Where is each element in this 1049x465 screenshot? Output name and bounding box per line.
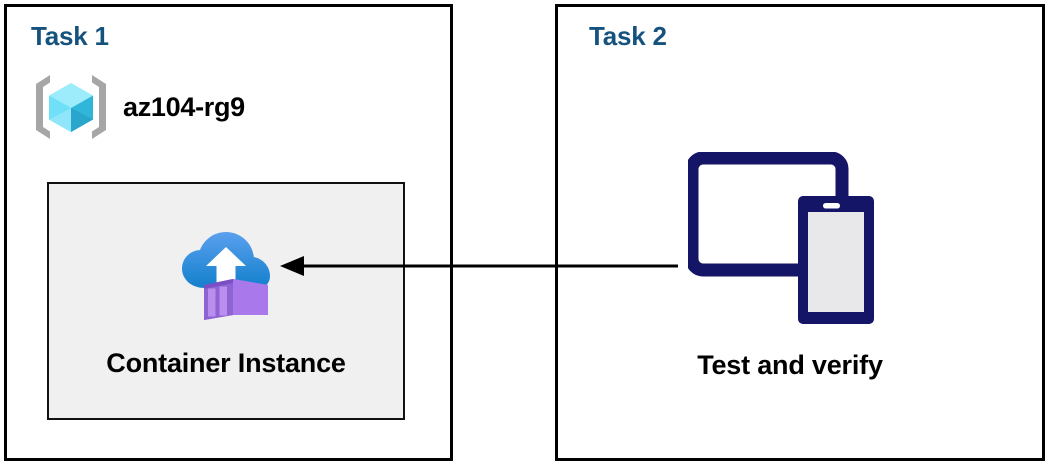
- task-1-title: Task 1: [31, 21, 109, 51]
- container-instance-box: Container Instance: [47, 182, 405, 420]
- task-2-title: Task 2: [589, 21, 667, 51]
- arrow-task2-to-container-instance: [280, 256, 678, 276]
- test-and-verify-group: Test and verify: [630, 152, 950, 381]
- tablet-and-phone-devices-icon: [687, 152, 893, 342]
- resource-group-row: az104-rg9: [33, 69, 245, 145]
- test-and-verify-label: Test and verify: [697, 350, 883, 380]
- container-instance-label: Container Instance: [106, 347, 346, 378]
- task-1-panel: Task 1: [4, 4, 453, 461]
- azure-resource-group-icon: [33, 69, 109, 145]
- azure-container-instance-icon: [178, 224, 274, 322]
- resource-group-label: az104-rg9: [123, 91, 245, 122]
